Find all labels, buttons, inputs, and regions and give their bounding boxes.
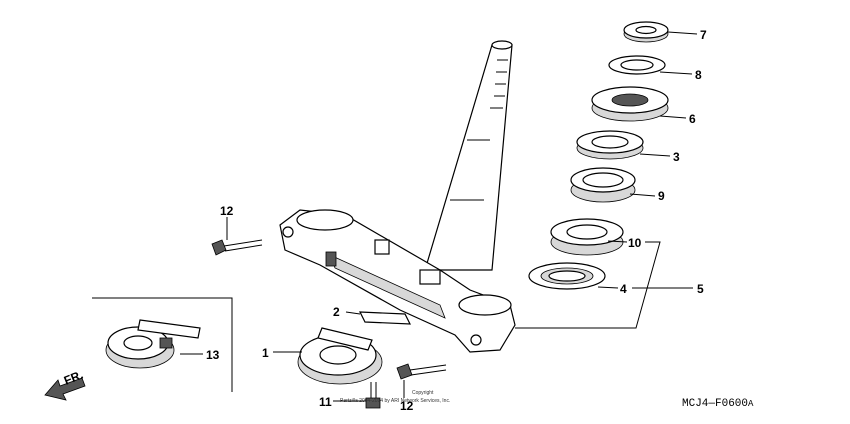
front-label: FR. <box>62 368 85 388</box>
bolt-12-upper <box>211 239 263 256</box>
callout-4: 4 <box>620 282 627 296</box>
callout-3: 3 <box>673 150 680 164</box>
bottom-bridge <box>279 209 516 353</box>
adjusting-nut-6 <box>591 86 669 122</box>
callout-6: 6 <box>689 112 696 126</box>
copyright-line-2: Partzilla 2004-2014 by ARI Network Servi… <box>340 398 450 404</box>
diagram-code: MCJ4—F0600A <box>682 398 754 410</box>
callout-13: 13 <box>206 348 220 362</box>
callout-8: 8 <box>695 68 702 82</box>
diagram-code-suffix: A <box>748 399 754 409</box>
bolt-12-lower <box>396 363 447 380</box>
dust-seal-4 <box>528 262 606 290</box>
inset-frame <box>92 297 233 392</box>
horn-1 <box>297 327 383 385</box>
callout-2: 2 <box>333 305 340 319</box>
lock-nut-7 <box>623 21 669 43</box>
callout-5: 5 <box>697 282 704 296</box>
steering-bearing-9 <box>570 167 636 203</box>
callout-12-upper: 12 <box>220 204 234 218</box>
callout-1: 1 <box>262 346 269 360</box>
cone-race-3 <box>576 130 644 160</box>
leader-lines <box>180 31 698 402</box>
callout-11: 11 <box>319 395 332 409</box>
horn-13 <box>105 319 201 369</box>
bolt-11 <box>365 382 381 409</box>
lock-washer-8 <box>608 55 666 75</box>
callout-9: 9 <box>658 189 665 203</box>
callout-12-lower: 12 <box>400 399 414 413</box>
diagram-code-main: MCJ4—F0600 <box>682 398 748 410</box>
callout-7: 7 <box>700 28 707 42</box>
front-direction-arrow: FR. <box>44 368 86 401</box>
bearing-race-10 <box>550 218 624 256</box>
bracket-2 <box>359 311 411 325</box>
steering-stem-tube <box>424 40 513 271</box>
callout-10: 10 <box>628 236 642 250</box>
copyright-line-1: Copyright <box>412 390 434 396</box>
